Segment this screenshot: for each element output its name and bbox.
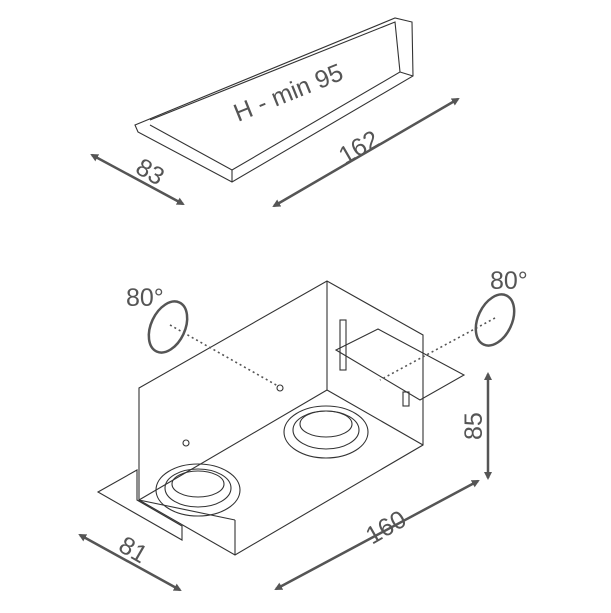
cutout-length-label: 162 [334,125,384,170]
housing [96,280,466,556]
rotation-left-icon [147,300,189,354]
rotation-right-icon [474,293,516,347]
length-arrow [274,479,480,591]
cutout-width-arrow [90,153,185,206]
cutout-length-arrow [272,97,460,208]
width-arrow [78,533,182,592]
screw-icon [276,384,284,392]
tilt-right-label: 80° [490,267,528,295]
width-label: 81 [114,531,152,569]
lamp-ring-right [283,405,369,459]
lamp-ring-left [155,463,241,517]
spring-clip [334,328,466,401]
cutout-width-label: 83 [131,153,169,191]
height-label: 85 [460,412,488,440]
length-label: 160 [361,505,411,550]
screw-icon [182,439,190,447]
tilt-left-label: 80° [126,284,164,312]
cutout-height-label: H - min 95 [230,58,347,127]
cutout-plate [134,17,414,183]
